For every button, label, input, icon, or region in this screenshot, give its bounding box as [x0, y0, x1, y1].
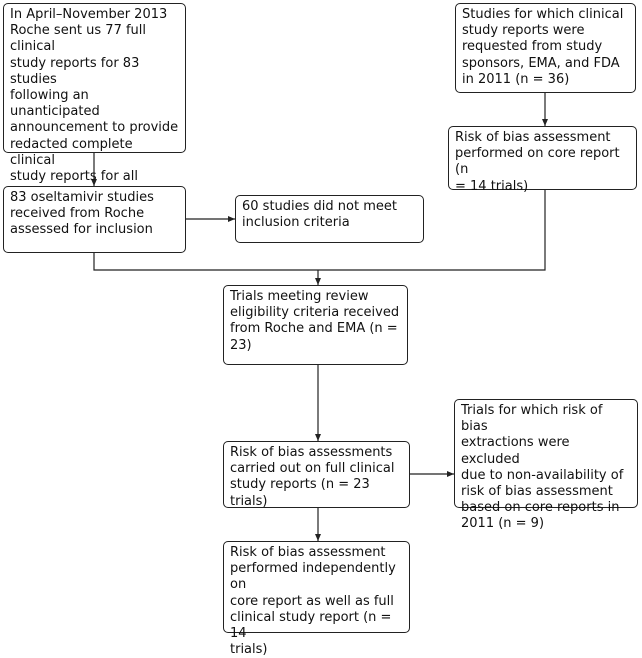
box-received-83: 83 oseltamivir studies received from Roc…	[3, 186, 186, 253]
box-studies-requested: Studies for which clinical study reports…	[455, 3, 636, 93]
box-risk-core-report: Risk of bias assessment performed on cor…	[448, 126, 637, 194]
flow-diagram: In April–November 2013 Roche sent us 77 …	[3, 3, 638, 657]
box-risk-both: Risk of bias assessment performed indepe…	[223, 541, 410, 657]
merge-line	[93, 190, 546, 271]
box-excluded-60: 60 studies did not meet inclusion criter…	[235, 195, 424, 243]
box-risk-full-reports: Risk of bias assessments carried out on …	[223, 441, 410, 509]
box-excluded-9: Trials for which risk of bias extraction…	[454, 399, 638, 531]
box-eligible-23: Trials meeting review eligibility criter…	[223, 285, 408, 365]
connector-layer	[91, 93, 548, 541]
box-roche-sent: In April–November 2013 Roche sent us 77 …	[3, 3, 186, 216]
